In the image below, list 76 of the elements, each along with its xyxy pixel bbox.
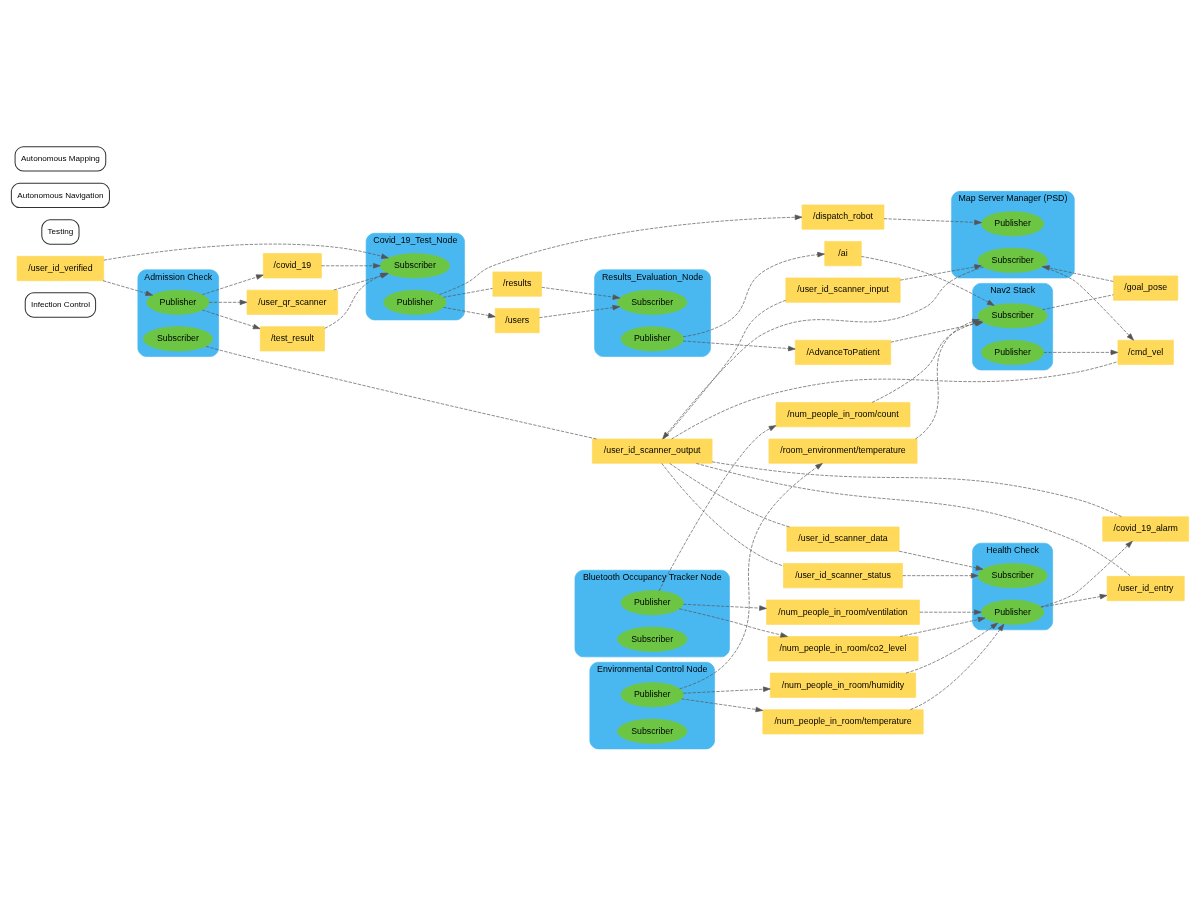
node-ellipse: Subscriber [617,626,688,652]
arrow [1041,266,1134,341]
arrow [898,550,984,571]
node-box: /dispatch_robot [801,204,885,230]
node-box: /covid_19_alarm [1102,515,1189,541]
node-ellipse: Publisher [981,599,1045,625]
node-box: /num_people_in_room/co2_level [767,635,919,661]
arrow [439,214,803,295]
arrow [681,698,763,712]
node-ellipse: Publisher [620,325,684,351]
node-ellipse: Publisher [383,289,447,315]
node-box: /cmd_vel [1117,339,1174,365]
arrow [443,306,496,318]
node-box: /user_id_scanner_status [783,562,903,588]
node-box: /num_people_in_room/ventilation [766,599,920,625]
node-ellipse: Subscriber [142,325,213,351]
connector [1042,293,1114,310]
arrow [658,424,777,591]
arrow [900,263,982,280]
node-box: /user_id_scanner_data [786,526,900,552]
arrow [321,262,381,268]
connector [205,345,597,439]
connector [669,462,790,527]
node-box: /room_environment/temperature [768,438,918,464]
arrow [683,686,771,694]
node-box: /ai [824,240,862,266]
node-ellipse: Subscriber [617,718,688,744]
arrow [683,603,767,611]
arrow [208,299,248,305]
arrow [103,243,389,260]
arrow [915,318,980,439]
arrow [899,616,986,637]
arrow [905,622,998,673]
node-ellipse: Publisher [981,339,1045,365]
node-box: /user_id_scanner_input [785,277,901,303]
arrow [1040,593,1108,608]
connector [711,460,1123,517]
arrow [201,309,261,329]
arrow [909,623,1005,710]
node-box: /AdvanceToPatient [794,339,892,365]
node-box: /user_id_scanner_output [592,438,713,464]
arrow [201,273,264,295]
arrow [1043,349,1119,355]
node-box: /num_people_in_room/humidity [769,672,917,698]
arrow [102,279,153,296]
node-ellipse: Subscriber [617,289,688,315]
node-box: /num_people_in_room/count [775,401,911,427]
arrow [679,607,788,638]
connector [443,287,493,298]
arrow [539,304,620,318]
node-box: /covid_19 [262,252,322,278]
node-ellipse: Publisher [620,681,684,707]
node-ellipse: Publisher [620,589,684,615]
arrow [682,340,796,351]
arrow [861,255,995,306]
node-box: /num_people_in_room/temperature [762,708,924,734]
arrow [902,572,979,578]
arrow [1040,540,1133,607]
node-box: /users [494,307,540,333]
node-box: /test_result [259,325,325,351]
arrow [679,462,823,689]
connector [663,299,787,439]
node-box: /goal_pose [1113,275,1179,301]
node-box: /user_id_verified [16,255,105,281]
node-box: /user_id_entry [1106,575,1185,601]
arrow [919,609,982,615]
node-box: /results [492,271,542,297]
arrow [682,251,825,337]
connector [671,360,1119,439]
connector [696,462,1132,577]
node-ellipse: Publisher [981,210,1045,236]
node-box: /user_qr_scanner [246,289,339,315]
arrow [541,286,621,300]
arrow [883,217,982,225]
connector [661,462,784,566]
arrow [1042,264,1114,282]
